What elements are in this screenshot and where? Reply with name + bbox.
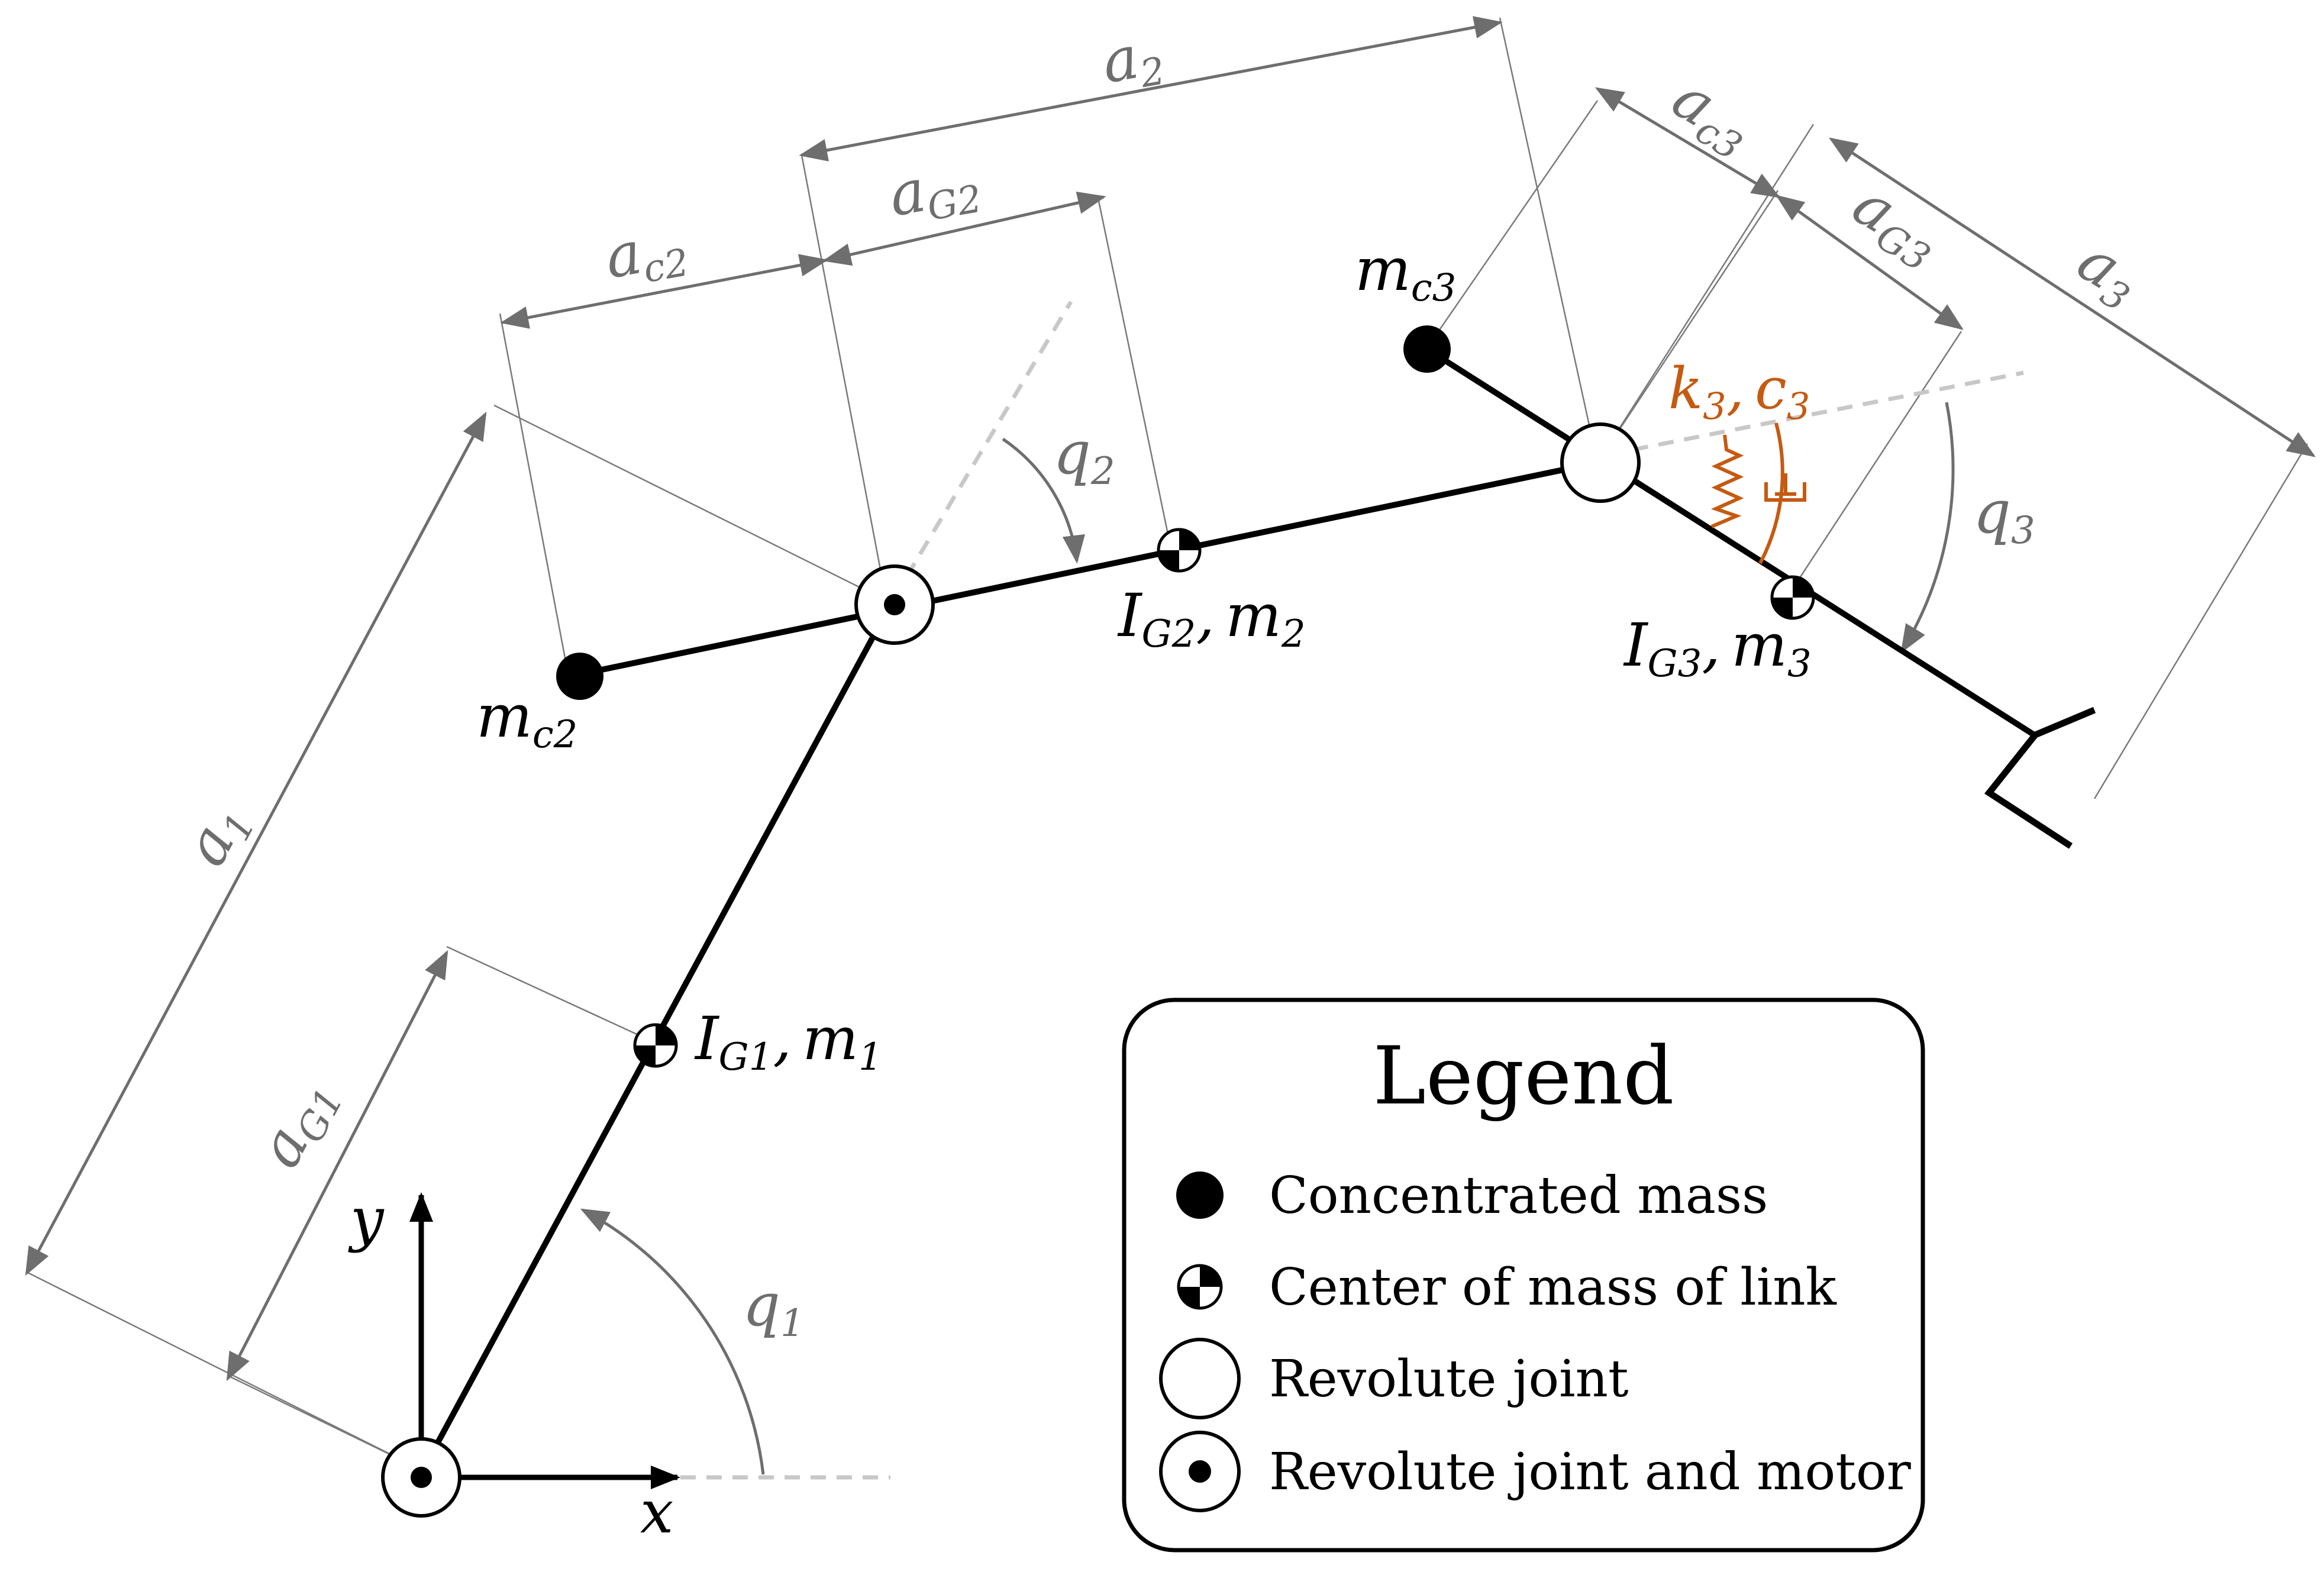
label-IG1-m1: IG1,m1 bbox=[694, 1004, 883, 1079]
legend-item-label: Concentrated mass bbox=[1269, 1166, 1768, 1225]
end-effector-gripper bbox=[1984, 706, 2096, 849]
label-x-axis: x bbox=[640, 1477, 673, 1547]
legend-title: Legend bbox=[1373, 1029, 1674, 1122]
label-y-axis: y bbox=[348, 1185, 385, 1254]
legend-center-of-mass-icon bbox=[1177, 1264, 1223, 1310]
link-2 bbox=[576, 460, 1600, 677]
dim-aG1 bbox=[226, 950, 448, 1382]
angle-q1-arc bbox=[580, 1208, 765, 1475]
joint-2-motor bbox=[854, 564, 935, 645]
dimension-arrows bbox=[25, 16, 2316, 1382]
link-3 bbox=[1424, 346, 2035, 737]
label-mc3: mc3 bbox=[1355, 235, 1456, 310]
label-IG2-m2: IG2,m2 bbox=[1117, 581, 1306, 656]
dim-aG2 bbox=[822, 191, 1106, 266]
label-a3: a3 bbox=[2063, 225, 2153, 321]
label-q3: q3 bbox=[1973, 477, 2035, 553]
dim-a2 bbox=[799, 16, 1503, 162]
base-axes bbox=[409, 1192, 680, 1489]
spring-k3 bbox=[1710, 434, 1744, 528]
legend-revolute-joint-motor-icon bbox=[1159, 1431, 1241, 1512]
label-k3-c3: k3,c3 bbox=[1668, 356, 1810, 428]
label-aG1: aG1 bbox=[244, 1067, 353, 1181]
damper-c3 bbox=[1764, 473, 1806, 502]
legend-item-label: Revolute joint bbox=[1269, 1350, 1629, 1409]
spring-damper bbox=[1710, 422, 1806, 564]
label-a1: a1 bbox=[170, 792, 264, 879]
legend-item-label: Revolute joint and motor bbox=[1269, 1442, 1912, 1502]
angle-arcs bbox=[580, 402, 1955, 1475]
mass-mc2 bbox=[556, 653, 603, 700]
label-ac3: ac3 bbox=[1658, 63, 1766, 169]
angle-q2-arc bbox=[1002, 437, 1086, 564]
dim-ac3 bbox=[1594, 87, 1781, 198]
label-a2: a2 bbox=[1097, 18, 1169, 102]
label-aG3: aG3 bbox=[1838, 169, 1954, 280]
com-link2 bbox=[1157, 528, 1202, 573]
legend-concentrated-mass-icon bbox=[1176, 1171, 1224, 1219]
label-q2: q2 bbox=[1053, 418, 1115, 493]
label-IG3-m3: IG3,m3 bbox=[1623, 611, 1812, 686]
label-ac2: ac2 bbox=[600, 210, 692, 298]
legend-revolute-joint-icon bbox=[1159, 1338, 1241, 1419]
label-mc2: mc2 bbox=[476, 682, 577, 757]
joint-3-revolute bbox=[1560, 422, 1641, 503]
com-link1 bbox=[633, 1023, 678, 1068]
com-link3 bbox=[1770, 575, 1815, 620]
legend-box: Legend Concentrated mass Center of mass … bbox=[1122, 998, 1925, 1553]
dim-a1 bbox=[25, 411, 487, 1276]
angle-q3-arc bbox=[1900, 402, 1955, 654]
label-aG2: aG2 bbox=[884, 146, 985, 235]
dim-a3 bbox=[1828, 137, 2316, 457]
joint-base bbox=[381, 1437, 461, 1518]
dim-ac2 bbox=[500, 254, 828, 329]
reference-dashes bbox=[680, 301, 2024, 1480]
legend-item-label: Center of mass of link bbox=[1269, 1258, 1837, 1317]
mass-mc3 bbox=[1403, 325, 1451, 373]
label-q1: q1 bbox=[743, 1270, 805, 1345]
